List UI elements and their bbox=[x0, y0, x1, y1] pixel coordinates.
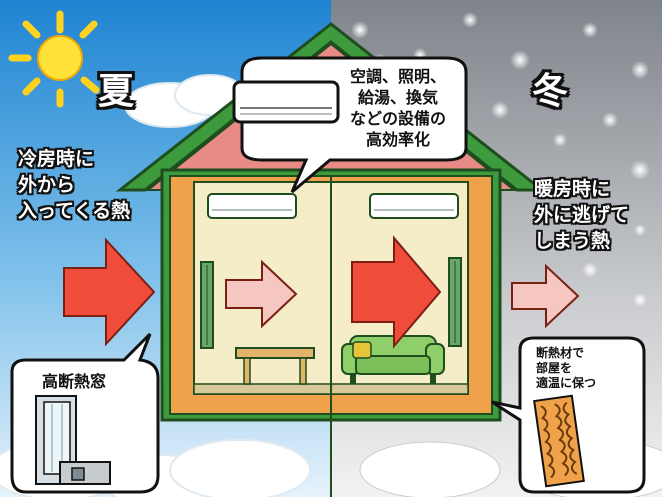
air-conditioner-icon bbox=[207, 193, 297, 219]
window-icon bbox=[35, 395, 111, 485]
window-caption: 高断熱窓 bbox=[42, 372, 107, 391]
sun-icon bbox=[8, 10, 100, 108]
winter-heat-arrow-inside bbox=[351, 235, 442, 349]
summer-heat-caption: 冷房時に 外から 入ってくる熱 bbox=[18, 148, 131, 222]
table-icon bbox=[235, 347, 315, 385]
summer-heat-arrow-outside bbox=[63, 237, 156, 347]
side-window-right bbox=[448, 257, 462, 347]
summer-label: 夏 bbox=[98, 71, 135, 112]
appliance-caption: 空調、照明、 給湯、換気 などの設備の 高効率化 bbox=[350, 67, 447, 149]
insulation-caption: 断熱材で 部屋を 適温に保つ bbox=[536, 346, 597, 390]
air-conditioner-icon bbox=[369, 193, 459, 219]
insulation-icon bbox=[533, 394, 585, 488]
winter-heat-caption: 暖房時に 外に逃げて しまう熱 bbox=[534, 178, 630, 252]
air-conditioner-icon bbox=[232, 80, 340, 124]
summer-heat-arrow-inside bbox=[225, 259, 298, 329]
winter-heat-arrow-outside bbox=[511, 263, 580, 329]
winter-label: 冬 bbox=[532, 71, 569, 112]
side-window-left bbox=[200, 261, 214, 349]
sofa-icon bbox=[341, 335, 445, 384]
